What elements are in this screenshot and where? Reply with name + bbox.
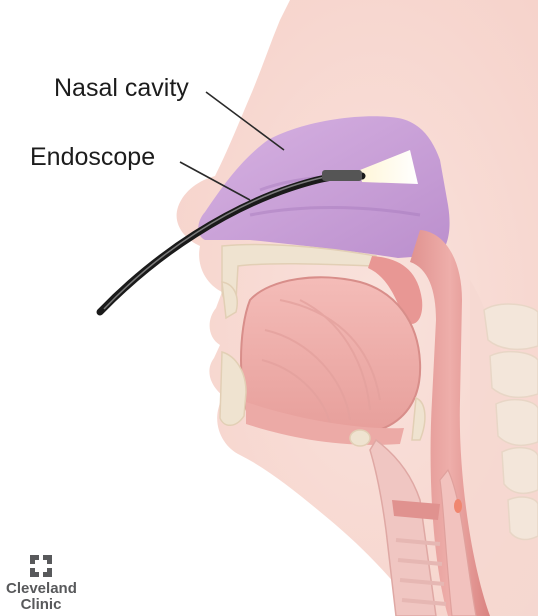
logo-text-line1: Cleveland bbox=[6, 581, 76, 596]
logo-text-line2: Clinic bbox=[6, 597, 76, 612]
cleveland-clinic-logo: Cleveland Clinic bbox=[6, 555, 86, 616]
esophagus-marker bbox=[454, 499, 462, 513]
hyoid-bone bbox=[350, 430, 370, 446]
endoscope-label: Endoscope bbox=[30, 145, 155, 170]
cleveland-clinic-cross-icon bbox=[30, 555, 52, 577]
nasal-cavity-label: Nasal cavity bbox=[54, 76, 189, 101]
endoscope-tip-collar bbox=[322, 170, 362, 181]
